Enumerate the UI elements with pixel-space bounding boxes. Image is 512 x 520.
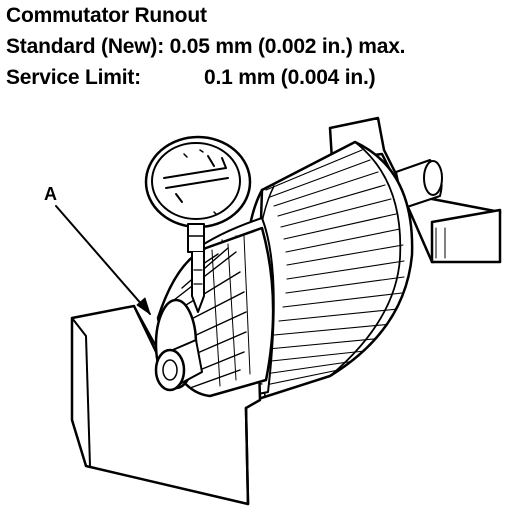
left-shaft: [154, 339, 203, 392]
service-limit-label: Service Limit:: [6, 66, 141, 89]
callout-a-label: A: [44, 184, 57, 204]
callout-a-leader: [55, 205, 151, 315]
service-limit-line: Service Limit: 0.1 mm (0.004 in.): [6, 66, 376, 90]
standard-spec-line: Standard (New): 0.05 mm (0.002 in.) max.: [6, 35, 406, 59]
dial-indicator: [144, 135, 252, 313]
standard-value: 0.05 mm (0.002 in.) max.: [169, 35, 406, 58]
service-limit-value: 0.1 mm (0.004 in.): [204, 66, 376, 89]
right-shaft: [395, 159, 443, 209]
standard-label: Standard (New):: [6, 35, 165, 58]
spec-title: Commutator Runout: [6, 4, 207, 27]
